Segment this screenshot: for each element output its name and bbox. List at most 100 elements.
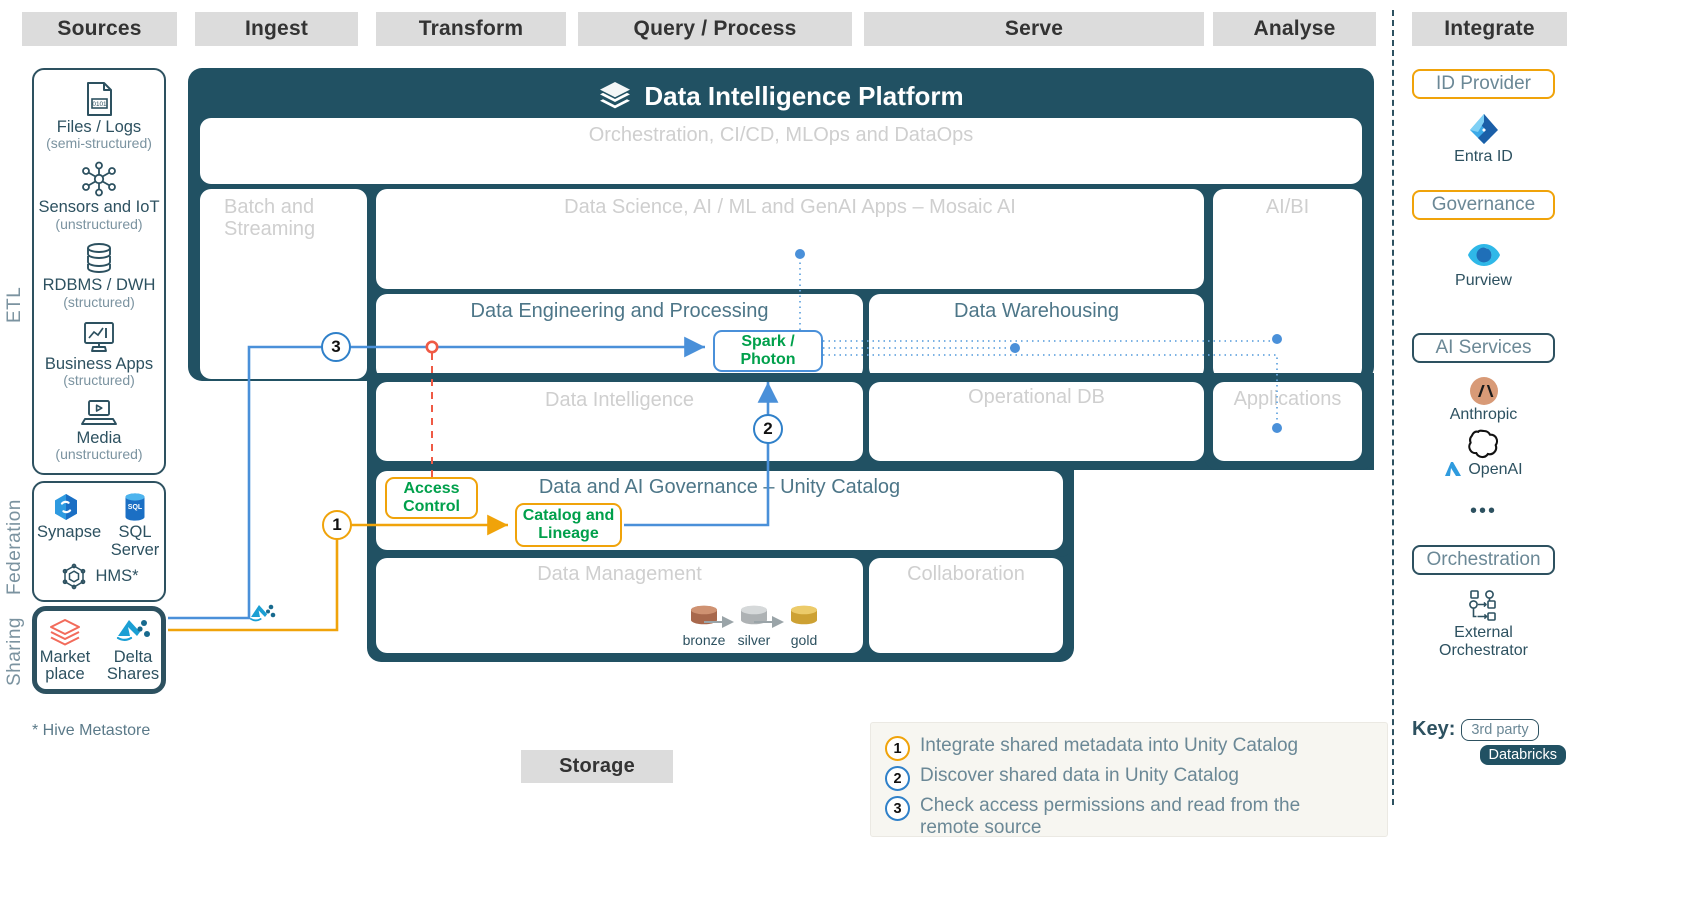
- column-header-ingest: Ingest: [195, 12, 358, 46]
- integrate-divider: [1392, 10, 1394, 805]
- orchestration-label: Orchestration, CI/CD, MLOps and DataOps: [588, 124, 974, 146]
- medallion-gold: gold: [778, 604, 830, 648]
- integrate-service-label: Anthropic: [1449, 406, 1518, 423]
- column-header-label: Query / Process: [633, 17, 797, 40]
- medallion-arrows: [704, 616, 784, 628]
- data-engineering-label: Data Engineering and Processing: [470, 300, 769, 322]
- column-header-sources: Sources: [22, 12, 177, 46]
- integrate-service-purview: Purview: [1412, 238, 1555, 290]
- integrate-tag-governance[interactable]: Governance: [1412, 190, 1555, 220]
- source-name: SQL Server: [110, 523, 160, 559]
- source-item-files-logs: 0101 Files / Logs (semi-structured): [46, 81, 152, 151]
- legend-text: Check access permissions and read from t…: [920, 795, 1301, 839]
- svg-text:SQL: SQL: [128, 504, 143, 511]
- storage-label: Storage: [521, 750, 673, 783]
- integrate-service-more: •••: [1412, 500, 1555, 523]
- access-control-label: Access Control: [403, 480, 460, 515]
- source-item-delta-shares: Delta Shares: [105, 617, 161, 684]
- legend-number-text: 1: [893, 740, 902, 757]
- integrate-service-external-orchestrator: External Orchestrator: [1412, 588, 1555, 660]
- step-badge-1: 1: [322, 510, 352, 540]
- rail-label-etl: ETL: [4, 245, 26, 365]
- access-control-pill[interactable]: Access Control: [385, 477, 478, 519]
- databricks-marketplace-icon: [50, 618, 80, 646]
- column-header-label: Ingest: [244, 17, 309, 40]
- unity-catalog-label: Data and AI Governance – Unity Catalog: [538, 476, 901, 498]
- laptop-play-icon: [81, 399, 117, 425]
- entra-id-icon: [1469, 114, 1498, 144]
- integrate-tag-ai-services[interactable]: AI Services: [1412, 333, 1555, 363]
- legend-number: 2: [885, 766, 910, 791]
- catalog-lineage-label: Catalog and Lineage: [522, 507, 615, 542]
- step-badge-2: 2: [753, 414, 783, 444]
- data-intelligence-label: Data Intelligence: [545, 389, 694, 411]
- catalog-lineage-pill[interactable]: Catalog and Lineage: [515, 503, 622, 547]
- mosaic-ai-box: [376, 189, 1204, 289]
- column-header-transform: Transform: [376, 12, 566, 46]
- column-header-serve: Serve: [864, 12, 1204, 46]
- collaboration-box: [869, 558, 1063, 653]
- mosaic-ai-label: Data Science, AI / ML and GenAI Apps – M…: [564, 196, 1016, 218]
- step-number: 1: [332, 515, 342, 534]
- source-qualifier: (structured): [63, 371, 135, 388]
- legend-box: 1 Integrate shared metadata into Unity C…: [870, 722, 1388, 840]
- legend-item: 2 Discover shared data in Unity Catalog: [885, 765, 1373, 791]
- source-name: Sensors and IoT: [38, 198, 160, 217]
- external-orchestrator-icon: [1468, 590, 1496, 621]
- integrate-tag-label: Governance: [1431, 194, 1536, 215]
- source-item-marketplace: Market place: [37, 617, 93, 684]
- sources-federation-box: Synapse SQL SQL Server: [32, 481, 166, 602]
- source-qualifier: (semi-structured): [46, 135, 152, 152]
- column-header-integrate: Integrate: [1412, 12, 1567, 46]
- key-block: Key: 3rd party Databricks: [1412, 718, 1572, 765]
- integrate-service-anthropic: Anthropic: [1412, 376, 1555, 424]
- integrate-service-label: OpenAI: [1468, 461, 1523, 478]
- key-pill-databricks: Databricks: [1479, 745, 1566, 765]
- delta-sharing-icon: [116, 619, 150, 641]
- batch-streaming-label: Batch and Streaming: [224, 196, 316, 241]
- spark-photon-label: Spark / Photon: [740, 333, 796, 368]
- data-warehousing-label: Data Warehousing: [954, 300, 1119, 322]
- spark-photon-pill[interactable]: Spark / Photon: [713, 330, 823, 372]
- source-name: Delta Shares: [106, 647, 160, 683]
- footnote-hive-metastore: * Hive Metastore: [32, 722, 151, 739]
- key-label: Key:: [1412, 718, 1456, 740]
- source-name: RDBMS / DWH: [42, 276, 156, 295]
- sources-etl-box: 0101 Files / Logs (semi-structured) Sens…: [32, 68, 166, 475]
- step-number: 2: [763, 419, 773, 438]
- step-badge-3: 3: [321, 332, 351, 362]
- medallion-label: gold: [790, 632, 818, 648]
- integrate-service-label: Entra ID: [1454, 148, 1513, 165]
- legend-number-text: 3: [893, 800, 902, 817]
- rail-label-federation: Federation: [4, 487, 26, 607]
- source-item-business-apps: Business Apps (structured): [45, 320, 153, 388]
- legend-item: 1 Integrate shared metadata into Unity C…: [885, 735, 1373, 761]
- source-item-sensors-iot: Sensors and IoT (unstructured): [38, 161, 160, 231]
- databricks-logo-icon: [600, 82, 631, 109]
- source-name: Business Apps: [44, 354, 154, 373]
- legend-text: Discover shared data in Unity Catalog: [920, 765, 1239, 786]
- rail-text: Sharing: [4, 617, 25, 687]
- legend-number-text: 2: [893, 770, 902, 787]
- column-header-label: Analyse: [1253, 17, 1336, 40]
- sql-server-icon: SQL: [125, 493, 145, 521]
- data-management-label: Data Management: [537, 563, 702, 585]
- legend-item: 3 Check access permissions and read from…: [885, 795, 1373, 840]
- medallion-label: bronze: [682, 632, 726, 648]
- integrate-tag-id-provider[interactable]: ID Provider: [1412, 69, 1555, 99]
- rail-text: ETL: [4, 286, 25, 324]
- legend-number: 1: [885, 736, 910, 761]
- orchestration-box: [200, 118, 1362, 184]
- more-ellipsis-icon: •••: [1469, 500, 1497, 522]
- integrate-tag-label: Orchestration: [1426, 549, 1541, 570]
- source-name: Market place: [39, 647, 91, 683]
- source-name: Files / Logs: [56, 117, 142, 136]
- column-header-label: Serve: [1004, 17, 1064, 40]
- integrate-tag-label: ID Provider: [1435, 73, 1532, 94]
- sensors-network-icon: [82, 161, 116, 197]
- integrate-tag-orchestration[interactable]: Orchestration: [1412, 545, 1555, 575]
- silver-table-icon: [741, 605, 767, 625]
- rail-text: Federation: [4, 499, 25, 595]
- column-header-analyse: Analyse: [1213, 12, 1376, 46]
- source-item-synapse: Synapse: [37, 492, 101, 541]
